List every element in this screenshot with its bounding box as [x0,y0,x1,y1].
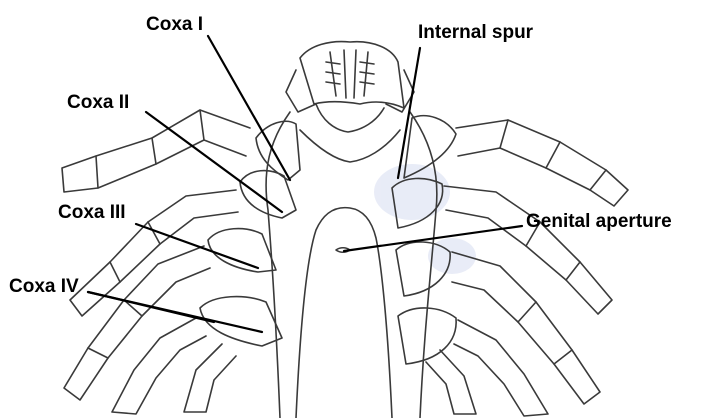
leader-coxa-iii [134,222,260,270]
label-internal-spur: Internal spur [418,22,534,43]
tint-areas [374,164,476,274]
label-coxa-iii: Coxa III [58,202,126,223]
coxa-iii-left [207,227,277,273]
body-outline [265,111,438,418]
leader-coxa-i [206,34,292,182]
capitulum [285,40,415,133]
left-coxae [199,120,301,347]
leader-internal-spur [396,46,422,180]
leader-coxa-ii [144,110,284,214]
leader-genital-aperture [342,224,524,253]
right-coxae [391,114,457,365]
coxa-i-left [255,120,301,181]
label-coxa-iv: Coxa IV [9,276,79,297]
leader-coxa-iv-b [86,290,264,334]
right-legs [425,119,629,417]
left-legs [61,109,251,415]
leader-lines [86,34,524,334]
label-genital-aperture: Genital aperture [526,211,672,232]
coxa-iv-left [199,295,283,347]
label-coxa-ii: Coxa II [67,92,130,113]
label-coxa-i: Coxa I [146,14,204,35]
coxa-ii-left [239,169,297,219]
